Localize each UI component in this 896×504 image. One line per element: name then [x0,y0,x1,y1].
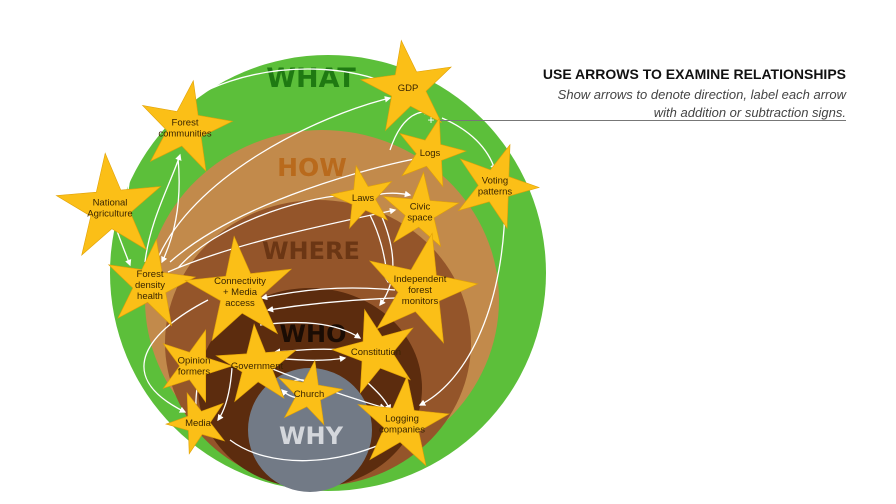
node-label: patterns [478,187,513,198]
node-label: density [135,280,165,291]
node-label: monitors [402,296,439,307]
node-label: Connectivity [214,276,266,287]
node-label: + Media [223,287,258,298]
who-layer-label: WHO [280,320,347,348]
node-label: access [225,298,255,309]
node-gdp[interactable]: GDP [359,39,452,132]
arrow[interactable] [441,117,497,172]
star-shape [382,171,460,248]
relationship-arrows [114,68,506,462]
node-label: formers [178,367,210,378]
node-government[interactable]: Government [215,323,297,403]
star-shape [457,143,540,230]
instructions-underline [440,120,846,121]
node-label: Government [231,361,284,372]
node-label: GDP [398,83,419,94]
node-label: Forest [137,269,164,280]
arrow[interactable] [229,439,392,462]
node-logs[interactable]: Logs [398,117,467,188]
factor-stars: GDPForestcommunitiesNationalAgricultureL… [55,39,540,467]
star-shape [331,308,414,395]
node-label: Agriculture [87,209,132,220]
node-label: Opinion [178,356,211,367]
node-label: Forest [172,118,199,129]
plus-sign-label: + [427,113,434,127]
arrow[interactable] [217,367,233,422]
arrow[interactable] [144,153,182,263]
node-label: health [137,291,163,302]
node-constitution[interactable]: Constitution [331,308,414,395]
arrow[interactable] [260,287,396,301]
star-shape [359,39,452,132]
how-layer-label: HOW [277,153,347,182]
star-shape [357,375,450,467]
instructions-body-line1: Show arrows to denote direction, label e… [557,87,846,102]
star-shape [368,232,479,344]
node-label: Independent [394,274,447,285]
node-label: Laws [352,193,374,204]
arrow[interactable] [169,155,422,263]
star-shape [162,328,233,404]
node-label: Voting [482,176,508,187]
star-shape [141,79,234,172]
where-layer-label: WHERE [262,237,360,265]
star-shape [165,391,226,455]
why-layer [248,368,372,492]
star-shape [329,164,393,229]
instructions-title: USE ARROWS TO EXAMINE RELATIONSHIPS [542,66,846,82]
node-label: companies [379,425,425,436]
node-laws[interactable]: Laws [329,164,393,229]
node-label: Civic [410,202,431,213]
node-label: communities [158,129,212,140]
arrow[interactable] [266,297,396,313]
arrow[interactable] [167,207,397,273]
node-label: Media [185,418,212,429]
why-layer-label: WHY [279,422,344,450]
node-label: Logging [385,414,419,425]
star-shape [398,117,467,188]
node-label: forest [408,285,432,296]
star-shape [107,238,197,327]
arrow[interactable] [127,68,394,191]
what-layer-label: WHAT [266,63,356,94]
node-church[interactable]: Church [278,359,344,426]
arrow[interactable] [161,157,180,264]
instructions-body: Show arrows to denote direction, label e… [440,86,846,122]
node-label: Church [294,389,325,400]
instructions-body-line2: with addition or subtraction signs. [653,105,846,120]
arrow[interactable] [418,199,506,406]
star-shape [55,152,162,256]
node-label: Constitution [351,347,401,358]
arrow[interactable] [143,299,209,413]
node-label: Logs [420,148,441,159]
star-shape [278,359,344,426]
star-shape [184,235,293,342]
node-media[interactable]: Media [165,391,226,455]
node-label: National [93,198,128,209]
star-shape [215,323,297,403]
arrow[interactable] [177,192,347,269]
node-label: space [407,213,432,224]
